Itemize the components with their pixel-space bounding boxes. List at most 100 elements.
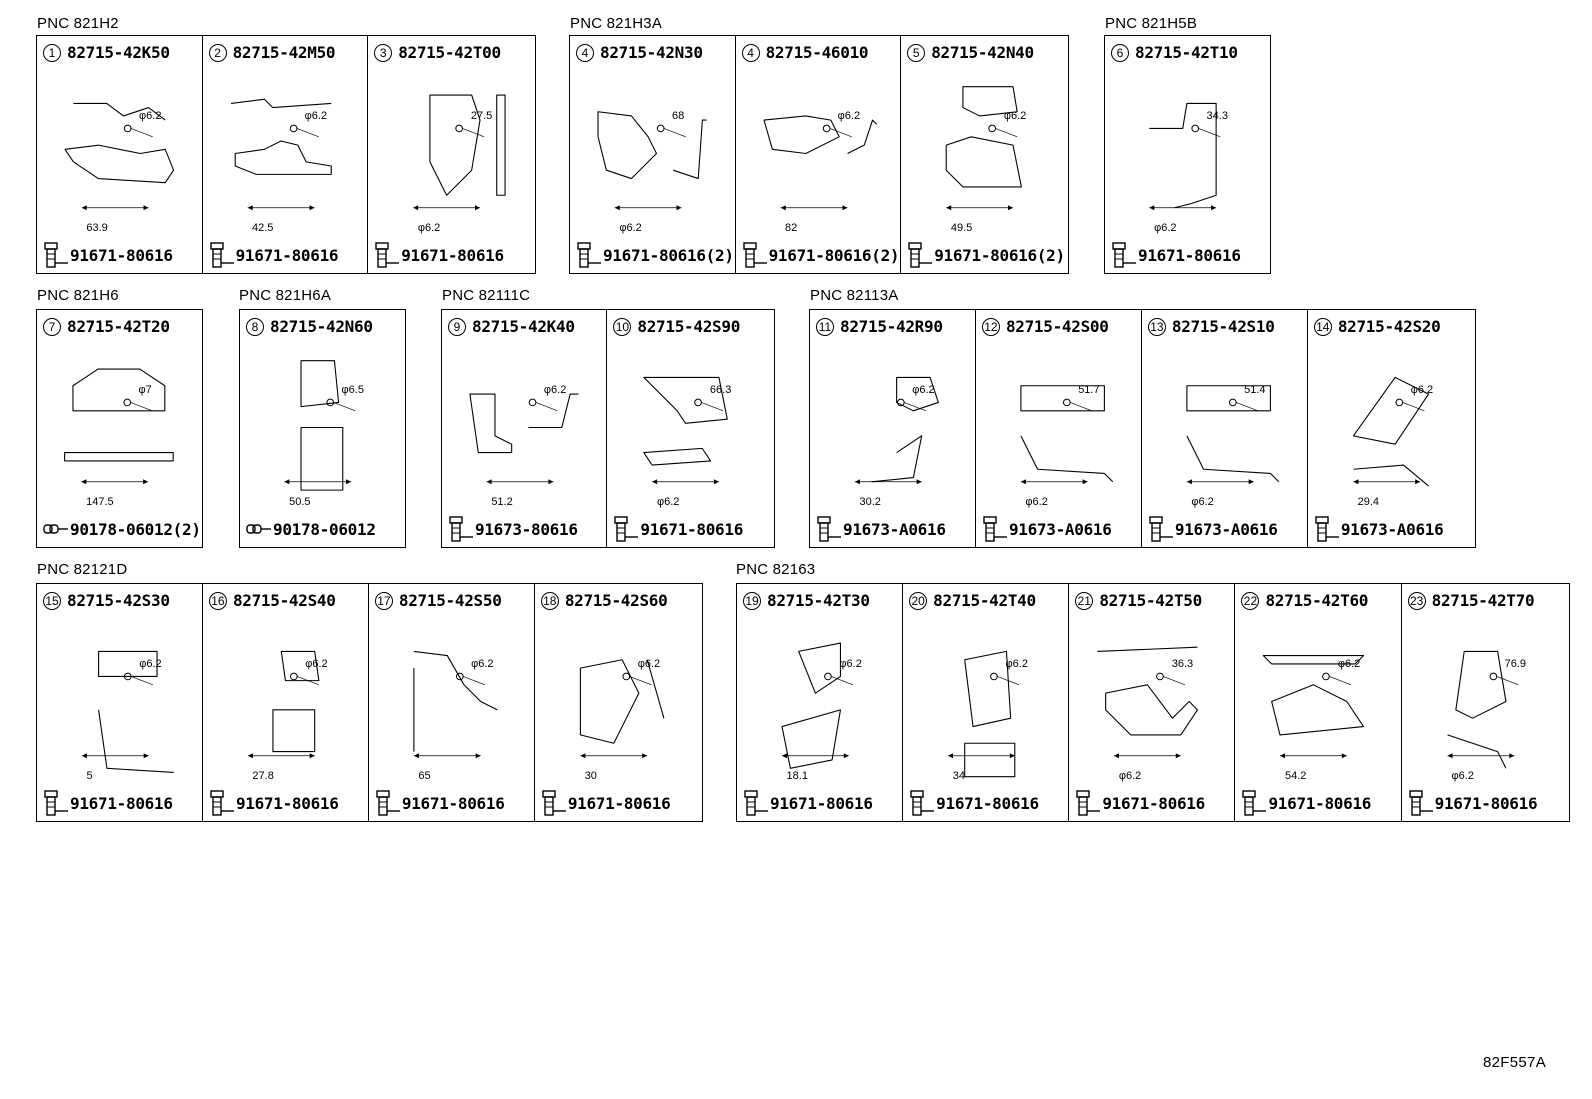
pnc-label-82113a: PNC 82113A (810, 287, 899, 304)
part-number: 82715-42T30 (767, 591, 870, 610)
part-number: 82715-46010 (765, 43, 869, 62)
leader-line (535, 402, 558, 412)
callout-number: 14 (1313, 317, 1332, 336)
hardware-callout: 91671-80616 (373, 241, 504, 269)
dimension-label: 147.5 (86, 496, 114, 508)
leader-line (462, 676, 485, 686)
bracket-outline (1263, 655, 1365, 736)
bolt-icon (614, 516, 639, 542)
part-header: 4 82715-46010 (741, 43, 869, 62)
hardware-part-number: 91671-80616 (1102, 793, 1205, 813)
hardware-callout: 91671-80616(2) (575, 241, 734, 269)
callout-number: 18 (540, 591, 559, 610)
dimension-label: φ6.2 (1003, 110, 1027, 122)
mounting-hole (1156, 672, 1165, 681)
hardware-part-number: 91673-A0616 (1008, 519, 1112, 539)
mounting-hole (1322, 672, 1331, 681)
dimension-label: φ6.2 (619, 222, 642, 234)
bracket-sketch (81, 650, 174, 774)
hardware-callout: 91671-80616 (208, 789, 339, 817)
hardware-part-number: 91673-A0616 (1340, 519, 1444, 539)
leader-line (1402, 402, 1425, 412)
pnc-label-821h6a: PNC 821H6A (239, 287, 332, 304)
bracket-sketch (230, 98, 332, 211)
hardware-part-number: 91671-80616 (235, 245, 339, 265)
dimension-label: 51.2 (491, 496, 513, 508)
hardware-callout: 91671-80616 (1110, 241, 1241, 269)
mounting-hole (694, 398, 703, 407)
bracket-sketch (781, 642, 854, 769)
bracket-outline (1352, 376, 1429, 487)
part-number: 82715-42N30 (600, 43, 703, 62)
dimension-label: φ6.2 (305, 658, 328, 670)
bracket-outline (1149, 102, 1217, 209)
bracket-outline (871, 376, 939, 483)
hardware-callout: 91673-A0616 (1147, 515, 1278, 543)
leader-line (1235, 402, 1258, 412)
callout-number: 23 (1407, 591, 1426, 610)
bracket-sketch (579, 659, 665, 759)
bracket-outline (300, 360, 344, 491)
dimension-label: 34.3 (1206, 110, 1228, 122)
mounting-hole (123, 398, 132, 407)
leader-line (130, 128, 153, 138)
part-number: 82715-42T50 (1099, 591, 1202, 610)
bracket-sketch (413, 650, 498, 759)
callout-number: 9 (448, 317, 466, 336)
bracket-sketch (1352, 376, 1429, 487)
bolt-icon (209, 242, 234, 268)
hardware-callout: 91671-80616 (1240, 789, 1371, 817)
bolt-icon (577, 242, 601, 268)
hardware-callout: 91671-80616 (1074, 789, 1205, 817)
leader-line (333, 402, 356, 412)
hardware-part-number: 91671-80616 (401, 245, 504, 265)
part-number: 82715-42S30 (67, 591, 170, 610)
mounting-hole (1489, 672, 1497, 681)
bracket-outline (763, 115, 877, 155)
bolt-icon (1242, 790, 1267, 816)
callout-number: 4 (576, 43, 594, 62)
part-number: 82715-42S90 (637, 317, 741, 336)
dimension-label: 51.7 (1078, 384, 1100, 396)
dimension-label: φ6.2 (1025, 496, 1048, 508)
dimension-label: φ7 (138, 384, 152, 396)
callout-number: 15 (43, 591, 61, 610)
leader-line (1069, 402, 1092, 412)
hardware-part-number: 91673-A0616 (843, 519, 946, 539)
leader-line (130, 402, 153, 412)
bracket-sketch (945, 86, 1023, 211)
bracket-sketch (1020, 385, 1114, 485)
mounting-hole (656, 124, 665, 133)
dimension-label: 65 (418, 770, 431, 782)
callout-number: 4 (741, 43, 760, 62)
hardware-part-number: 90178-06012(2) (70, 519, 201, 539)
part-number: 82715-42T60 (1265, 591, 1369, 610)
mounting-hole (822, 124, 831, 133)
hardware-part-number: 91671-80616(2) (768, 245, 900, 265)
callout-number: 1 (43, 43, 61, 62)
callout-number: 8 (246, 317, 264, 336)
bracket-sketch (597, 111, 707, 211)
pnc-label-82111c: PNC 82111C (442, 287, 531, 304)
bracket-outline (643, 376, 729, 466)
dimension-label: φ6.2 (1337, 658, 1361, 670)
hardware-callout: 91671-80616 (742, 789, 873, 817)
bracket-outline (230, 98, 332, 175)
leader-line (831, 676, 854, 686)
part-number: 82715-42M50 (232, 43, 336, 62)
